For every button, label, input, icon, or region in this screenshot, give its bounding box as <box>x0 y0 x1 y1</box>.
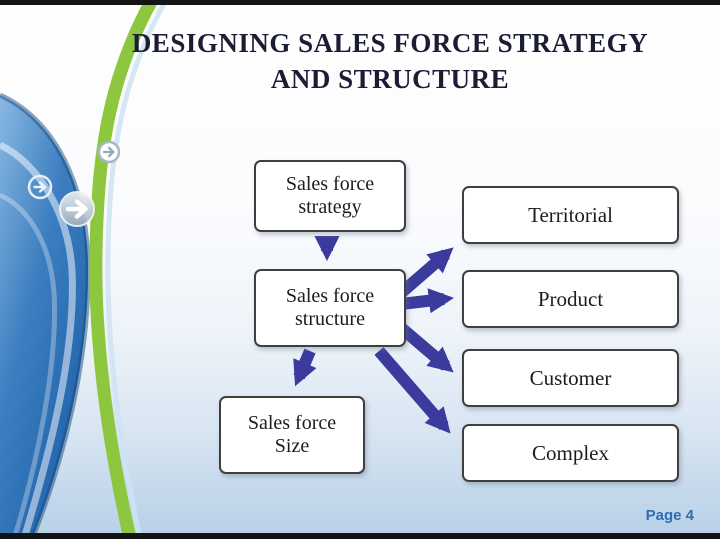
box-label: Product <box>537 286 604 311</box>
arrow-structure-to-size <box>293 348 317 387</box>
box-label-line1: Sales force <box>285 173 375 195</box>
swoosh-green-stripe <box>89 0 158 539</box>
box-label: Customer <box>529 365 612 390</box>
left-swoosh-decoration <box>0 0 169 539</box>
box-product: Product <box>462 270 679 328</box>
arrow-circle-icon-small-top <box>97 140 121 164</box>
arrow-structure-to-customer <box>395 321 454 373</box>
box-sales-force-size: Sales force Size <box>219 396 365 474</box>
box-label-line1: Sales force <box>247 412 337 434</box>
box-complex: Complex <box>462 424 679 482</box>
slide-top-border <box>0 0 720 5</box>
box-label-line2: Size <box>274 435 310 457</box>
box-sales-force-structure: Sales force structure <box>254 269 406 347</box>
box-territorial: Territorial <box>462 186 679 244</box>
box-label-line2: structure <box>295 308 365 330</box>
slide-title-line2: AND STRUCTURE <box>270 63 510 94</box>
box-sales-force-strategy: Sales force strategy <box>254 160 406 232</box>
slide-title-line1: DESIGNING SALES FORCE STRATEGY <box>131 28 649 58</box>
arrow-circle-icon-large <box>59 191 95 227</box>
swoosh-white-highlight-2 <box>0 192 57 539</box>
page-number-label: Page 4 <box>645 507 694 524</box>
slide-title: DESIGNING SALES FORCE STRATEGY AND STRUC… <box>105 26 675 97</box>
arrow-circle-icon-small-left <box>27 174 53 200</box>
box-label-line1: Sales force <box>285 285 375 307</box>
arrow-structure-to-product <box>400 288 455 314</box>
arrow-structure-to-complex <box>374 347 451 434</box>
swoosh-dark-edge <box>0 92 91 539</box>
box-label-line2: strategy <box>298 196 362 218</box>
slide-bottom-border <box>0 533 720 539</box>
box-label: Complex <box>532 440 609 465</box>
box-customer: Customer <box>462 349 679 407</box>
arrow-structure-to-territorial <box>397 247 454 298</box>
swoosh-pale-stripe <box>105 0 169 539</box>
box-label: Territorial <box>528 202 613 227</box>
